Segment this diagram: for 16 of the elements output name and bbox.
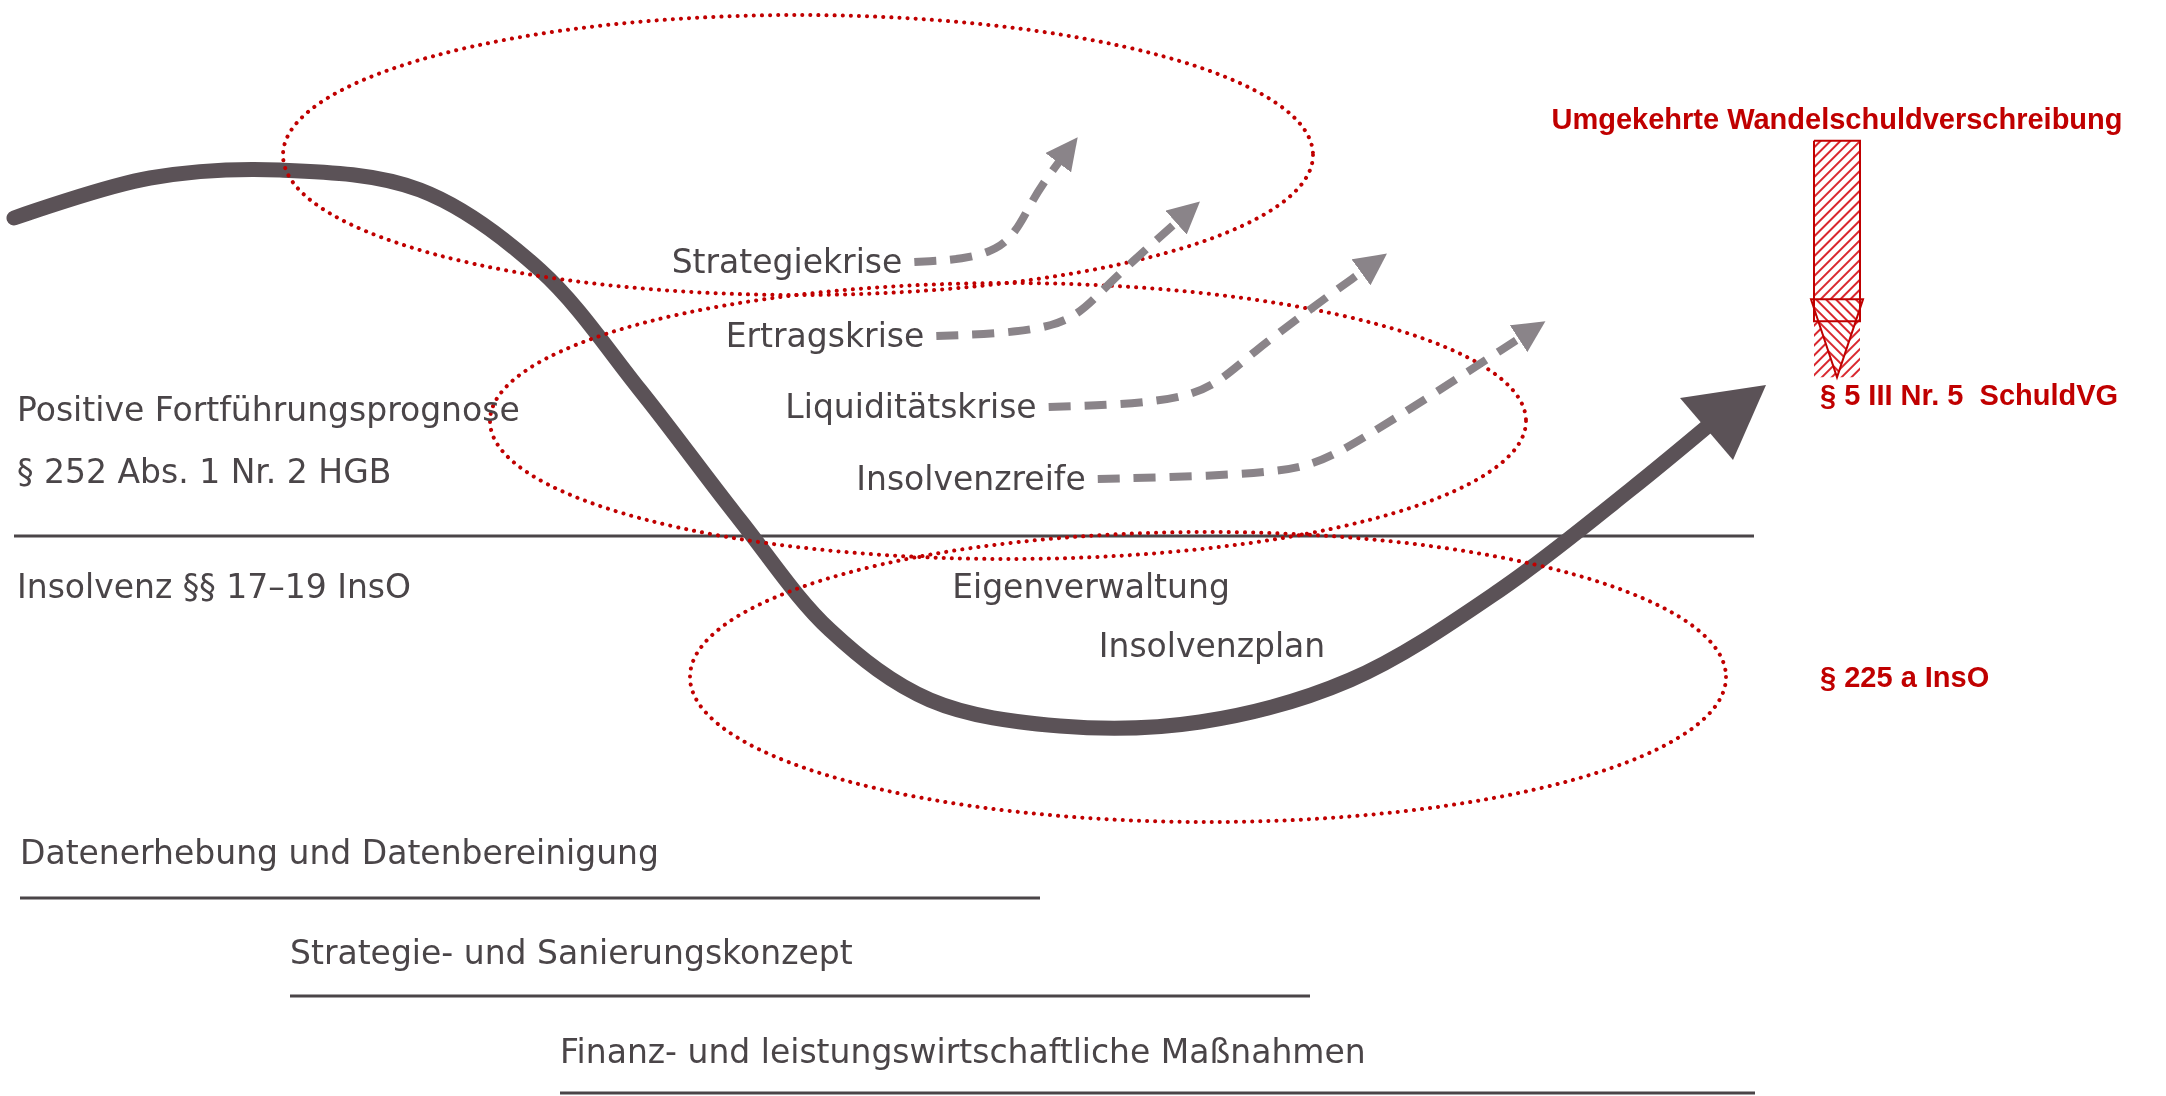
prognosis-label: Positive Fortführungsprognose — [17, 391, 520, 429]
hatched-arrow — [1810, 140, 1864, 379]
phase-label: Finanz- und leistungswirtschaftliche Maßnahmen — [560, 1033, 1366, 1071]
measure-label: Eigenverwaltung — [952, 568, 1230, 606]
measure-label: Insolvenzplan — [1098, 627, 1326, 665]
crisis-stage-label: Ertragskrise — [725, 317, 925, 355]
legal-note: § 225 a InsO — [1820, 661, 1990, 695]
crisis-stage-label: Insolvenzreife — [856, 460, 1086, 498]
crisis-stage-label: Liquiditätskrise — [785, 388, 1037, 426]
insolvency-label: Insolvenz §§ 17–19 InsO — [17, 568, 412, 606]
crisis-stage-label: Strategiekrise — [671, 243, 903, 281]
phase-label: Strategie- und Sanierungskonzept — [290, 934, 853, 972]
law-reference: § 252 Abs. 1 Nr. 2 HGB — [17, 453, 392, 491]
legal-note: Umgekehrte Wandelschuldverschreibung — [1551, 103, 2123, 137]
phase-label: Datenerhebung und Datenbereinigung — [20, 834, 659, 872]
legal-note: § 5 III Nr. 5 SchuldVG — [1820, 379, 2119, 413]
